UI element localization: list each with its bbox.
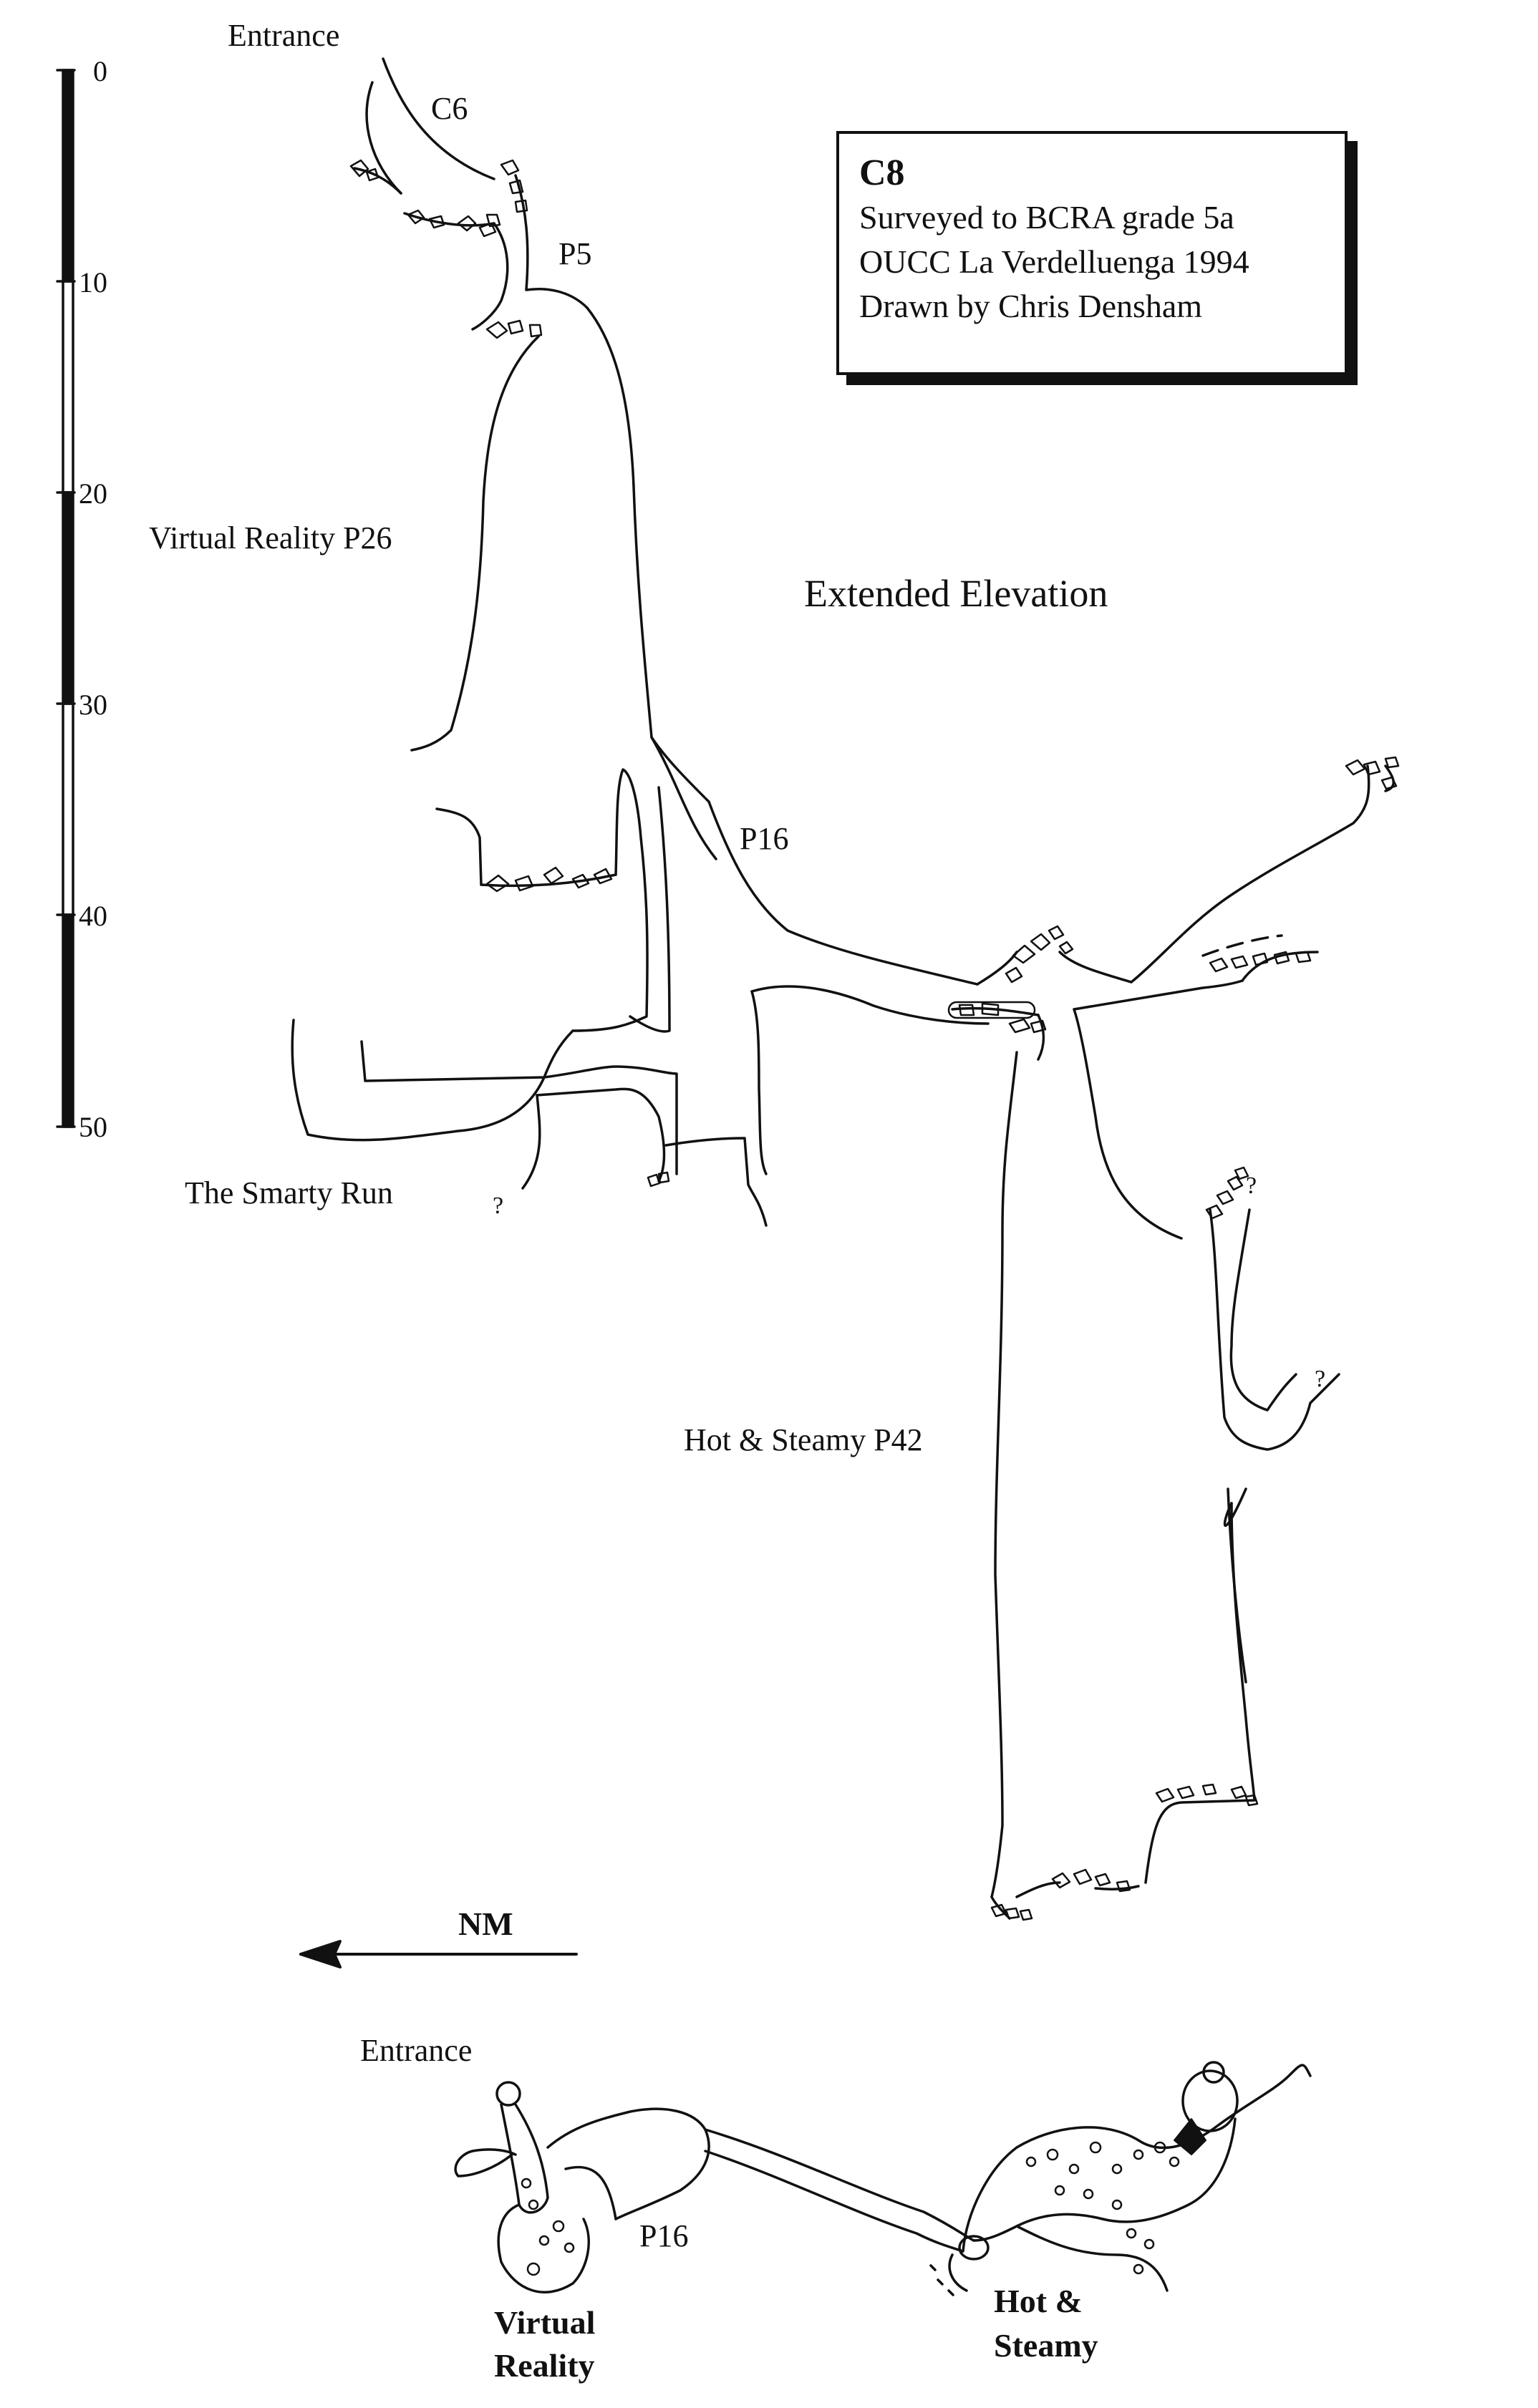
north-label: NM: [458, 1905, 513, 1942]
north-arrow: [299, 1940, 578, 1968]
survey-author: Drawn by Chris Densham: [859, 288, 1203, 324]
scale-tick-50: 50: [79, 1111, 107, 1143]
label-unknown-3: ?: [1315, 1366, 1326, 1392]
extended-elevation-drawing: [291, 57, 1400, 1968]
cave-id: C8: [859, 152, 905, 193]
label-p16: P16: [740, 821, 789, 856]
scale-tick-40: 40: [79, 900, 107, 932]
scale-tick-10: 10: [79, 266, 107, 298]
label-unknown-1: ?: [493, 1193, 504, 1219]
label-hot-steamy: Hot & Steamy P42: [684, 1422, 923, 1457]
scale-tick-30: 30: [79, 689, 107, 721]
plan-label-hot: Hot &: [994, 2283, 1083, 2319]
plan-label-reality: Reality: [494, 2347, 595, 2384]
survey-grade: Surveyed to BCRA grade 5a: [859, 199, 1234, 236]
scale-tick-0: 0: [93, 55, 107, 87]
label-smarty-run: The Smarty Run: [185, 1175, 393, 1210]
depth-scale-bar: [56, 69, 76, 1128]
plan-label-p16: P16: [639, 2218, 689, 2253]
plan-label-steamy: Steamy: [994, 2327, 1098, 2364]
label-unknown-2: ?: [1246, 1173, 1257, 1199]
section-title: Extended Elevation: [804, 572, 1108, 615]
plan-label-virtual: Virtual: [494, 2304, 596, 2341]
label-virtual-reality: Virtual Reality P26: [149, 520, 392, 555]
label-p5: P5: [558, 236, 592, 271]
label-c6: C6: [431, 91, 468, 126]
survey-info-box: C8 Surveyed to BCRA grade 5a OUCC La Ver…: [836, 131, 1348, 375]
plan-view-drawing: [454, 2061, 1312, 2296]
survey-club: OUCC La Verdelluenga 1994: [859, 243, 1249, 280]
scale-tick-20: 20: [79, 477, 107, 510]
label-entrance: Entrance: [228, 18, 340, 53]
plan-label-entrance: Entrance: [360, 2033, 473, 2068]
